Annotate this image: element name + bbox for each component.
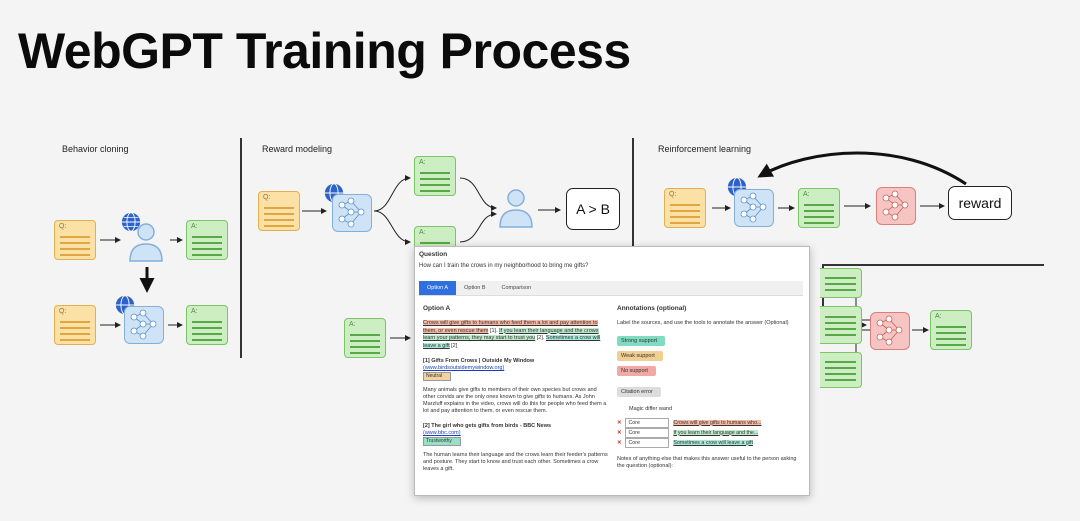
- comparison-box: A > B: [566, 188, 620, 230]
- question-doc: Q:: [54, 305, 96, 345]
- annotations-heading: Annotations (optional): [617, 305, 687, 312]
- citation-error-button[interactable]: Citation error: [617, 386, 661, 397]
- source-excerpt: Many animals give gifts to members of th…: [423, 387, 607, 415]
- citation-marker: [1].: [489, 327, 498, 334]
- globe-icon: [121, 212, 141, 232]
- reward-model-icon: [870, 312, 910, 350]
- tab-option-b[interactable]: Option B: [464, 285, 486, 291]
- answer-doc: A:: [930, 310, 972, 350]
- tab-option-a[interactable]: Option A: [419, 281, 457, 295]
- strong-support-button[interactable]: Strong support: [617, 335, 666, 346]
- citation-marker: [2]: [451, 342, 458, 349]
- answer-doc: A:: [798, 188, 840, 228]
- option-heading: Option A: [423, 305, 451, 312]
- weak-support-button[interactable]: Weak support: [617, 350, 663, 361]
- remove-icon[interactable]: ✕: [617, 429, 622, 436]
- reward-model-icon: [876, 187, 916, 225]
- remove-icon[interactable]: ✕: [617, 419, 622, 426]
- category-select[interactable]: Core: [625, 417, 670, 428]
- no-support-button[interactable]: No support: [617, 365, 656, 376]
- tab-comparison[interactable]: Comparison: [501, 285, 532, 291]
- answer-doc: [820, 268, 862, 298]
- annotation-span: Crows will give gifts to humans who...: [673, 419, 762, 426]
- slide-title: WebGPT Training Process: [18, 23, 631, 79]
- source-2: [2] The girl who gets gifts from birds -…: [423, 423, 609, 473]
- option-a-column: Option A Crows will give gifts to humans…: [423, 305, 609, 473]
- category-select[interactable]: Core: [625, 427, 670, 438]
- question-heading: Question: [419, 251, 448, 258]
- citation-marker: [2].: [536, 335, 545, 342]
- annotations-column: Annotations (optional) Label the sources…: [617, 305, 805, 471]
- source-link[interactable]: (www.bbc.com): [423, 430, 461, 437]
- human-demonstrator-icon: [129, 223, 163, 262]
- label-behavior-cloning: Behavior cloning: [62, 144, 129, 154]
- policy-model-icon: [124, 306, 164, 344]
- human-labeler-icon: [499, 189, 533, 228]
- answer-doc: A:: [186, 220, 228, 260]
- divider-2: [632, 138, 634, 250]
- source-title: [1] Gifts From Crows | Outside My Window: [423, 358, 535, 365]
- answer-text: Crows will give gifts to humans who feed…: [423, 320, 609, 350]
- source-1: [1] Gifts From Crows | Outside My Window…: [423, 358, 609, 415]
- label-reward-modeling: Reward modeling: [262, 144, 333, 154]
- source-link[interactable]: (www.birdsoutsidemywindow.org): [423, 365, 505, 372]
- divider-1: [240, 138, 242, 358]
- answer-doc: A:: [186, 305, 228, 345]
- annotations-instructions: Label the sources, and use the tools to …: [617, 320, 789, 326]
- option-tabs: Option A Option B Comparison: [419, 281, 803, 296]
- magic-wand-tool[interactable]: Magic differ wand: [629, 405, 673, 412]
- question-doc: Q:: [54, 220, 96, 260]
- answer-doc: A:: [414, 156, 456, 196]
- label-reinforcement-learning: Reinforcement learning: [658, 144, 752, 154]
- comparison-interface-panel: Question How can I train the crows in my…: [414, 246, 810, 496]
- answer-doc: [820, 306, 862, 344]
- policy-model-icon: [734, 189, 774, 227]
- question-doc: Q:: [664, 188, 706, 228]
- question-doc: Q:: [258, 191, 300, 231]
- category-select[interactable]: Core: [625, 437, 670, 448]
- policy-model-icon: [332, 194, 372, 232]
- question-text: How can I train the crows in my neighbor…: [419, 263, 589, 269]
- source-rating-select[interactable]: Neutral: [423, 372, 452, 382]
- source-rating-select[interactable]: Trustworthy: [423, 437, 461, 447]
- reward-box: reward: [948, 186, 1012, 220]
- source-title: [2] The girl who gets gifts from birds -…: [423, 423, 552, 430]
- annotation-span: Sometimes a crow will leave a gift: [673, 439, 753, 446]
- remove-icon[interactable]: ✕: [617, 439, 622, 446]
- annotation-span: If you learn their language and the...: [673, 429, 759, 436]
- source-excerpt: The human learns their language and the …: [423, 452, 608, 473]
- answer-doc: A:: [344, 318, 386, 358]
- answer-doc: [820, 352, 862, 388]
- notes-prompt: Notes of anything else that makes this a…: [617, 455, 797, 470]
- divider-4: [822, 264, 1044, 266]
